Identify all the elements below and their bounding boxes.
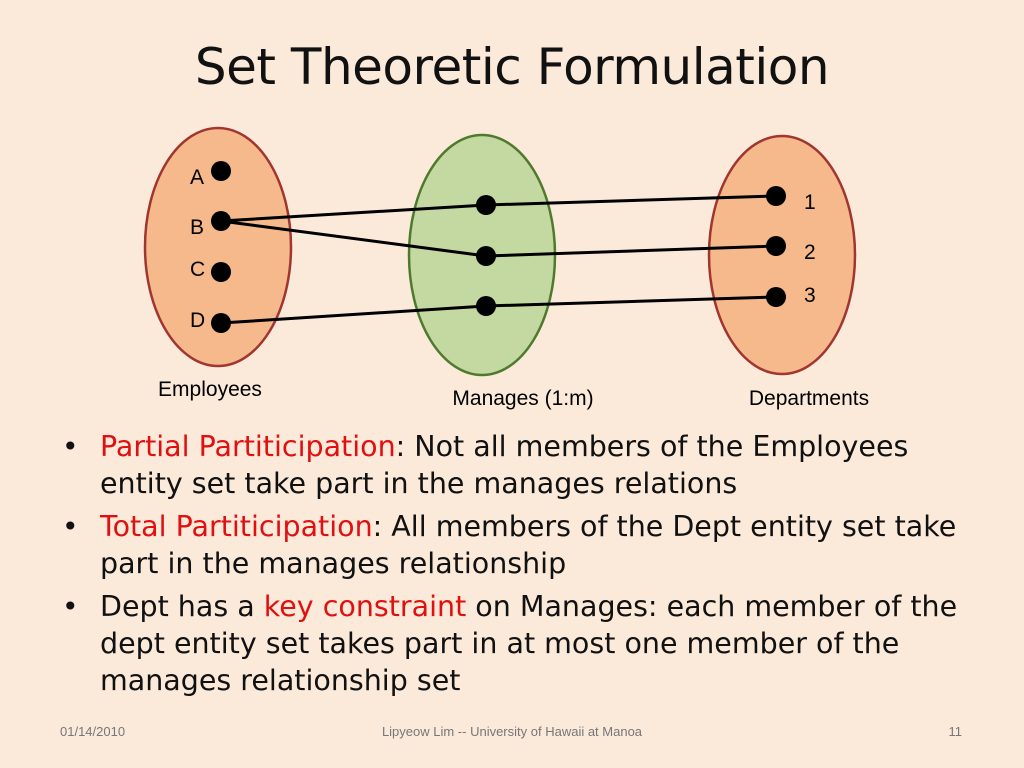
departments-set (707, 134, 857, 376)
employee-label-a: A (190, 166, 204, 189)
bullet-partial-participation: Partial Partiticipation: Not all members… (62, 428, 982, 502)
bullet-text: : All members of the Dept entity set tak… (100, 510, 957, 580)
bullet-key-constraint: Dept has a key constraint on Manages: ea… (62, 588, 982, 699)
footer-date: 01/14/2010 (60, 724, 126, 739)
employee-label-b: B (190, 216, 204, 239)
footer-page-number: 11 (948, 724, 963, 739)
bullet-text: : Not all members of the Employees entit… (100, 430, 909, 500)
department-label-2: 2 (804, 241, 816, 264)
link-r2-dept2 (485, 244, 777, 258)
link-r1-dept1 (485, 194, 777, 207)
department-label-3: 3 (804, 284, 816, 307)
employee-dot-b (211, 211, 231, 231)
set-diagram: A B C D 1 2 3 Employees Manages (1:m) De… (143, 126, 869, 410)
manages-dot-1 (476, 195, 496, 215)
employee-label-d: D (190, 309, 205, 332)
link-r3-dept3 (485, 295, 777, 308)
department-dot-2 (766, 236, 786, 256)
employee-dot-d (211, 313, 231, 333)
department-dot-3 (766, 287, 786, 307)
employees-set (143, 126, 293, 368)
slide-title: Set Theoretic Formulation (194, 38, 830, 96)
employee-dot-c (211, 262, 231, 282)
bullet-highlight: Total Partiticipation (100, 510, 373, 543)
link-d-r3 (220, 304, 487, 325)
bullet-list: Partial Partiticipation: Not all members… (62, 428, 982, 705)
link-b-r1 (220, 203, 487, 223)
departments-caption: Departments (749, 387, 869, 410)
employee-label-c: C (190, 258, 205, 281)
manages-dot-3 (476, 296, 496, 316)
bullet-highlight: key constraint (263, 590, 467, 623)
employees-caption: Employees (158, 378, 262, 401)
bullet-total-participation: Total Partiticipation: All members of th… (62, 508, 982, 582)
manages-dot-2 (476, 246, 496, 266)
department-dot-1 (766, 186, 786, 206)
bullet-text: on Manages: each member of the dept enti… (100, 590, 958, 697)
link-b-r2 (220, 219, 487, 258)
bullet-highlight: Partial Partiticipation (100, 430, 396, 463)
employee-dot-a (211, 161, 231, 181)
department-label-1: 1 (804, 191, 816, 214)
manages-caption: Manages (1:m) (452, 387, 593, 410)
bullet-prefix: Dept has a (100, 590, 264, 623)
footer-author: Lipyeow Lim -- University of Hawaii at M… (381, 724, 643, 739)
